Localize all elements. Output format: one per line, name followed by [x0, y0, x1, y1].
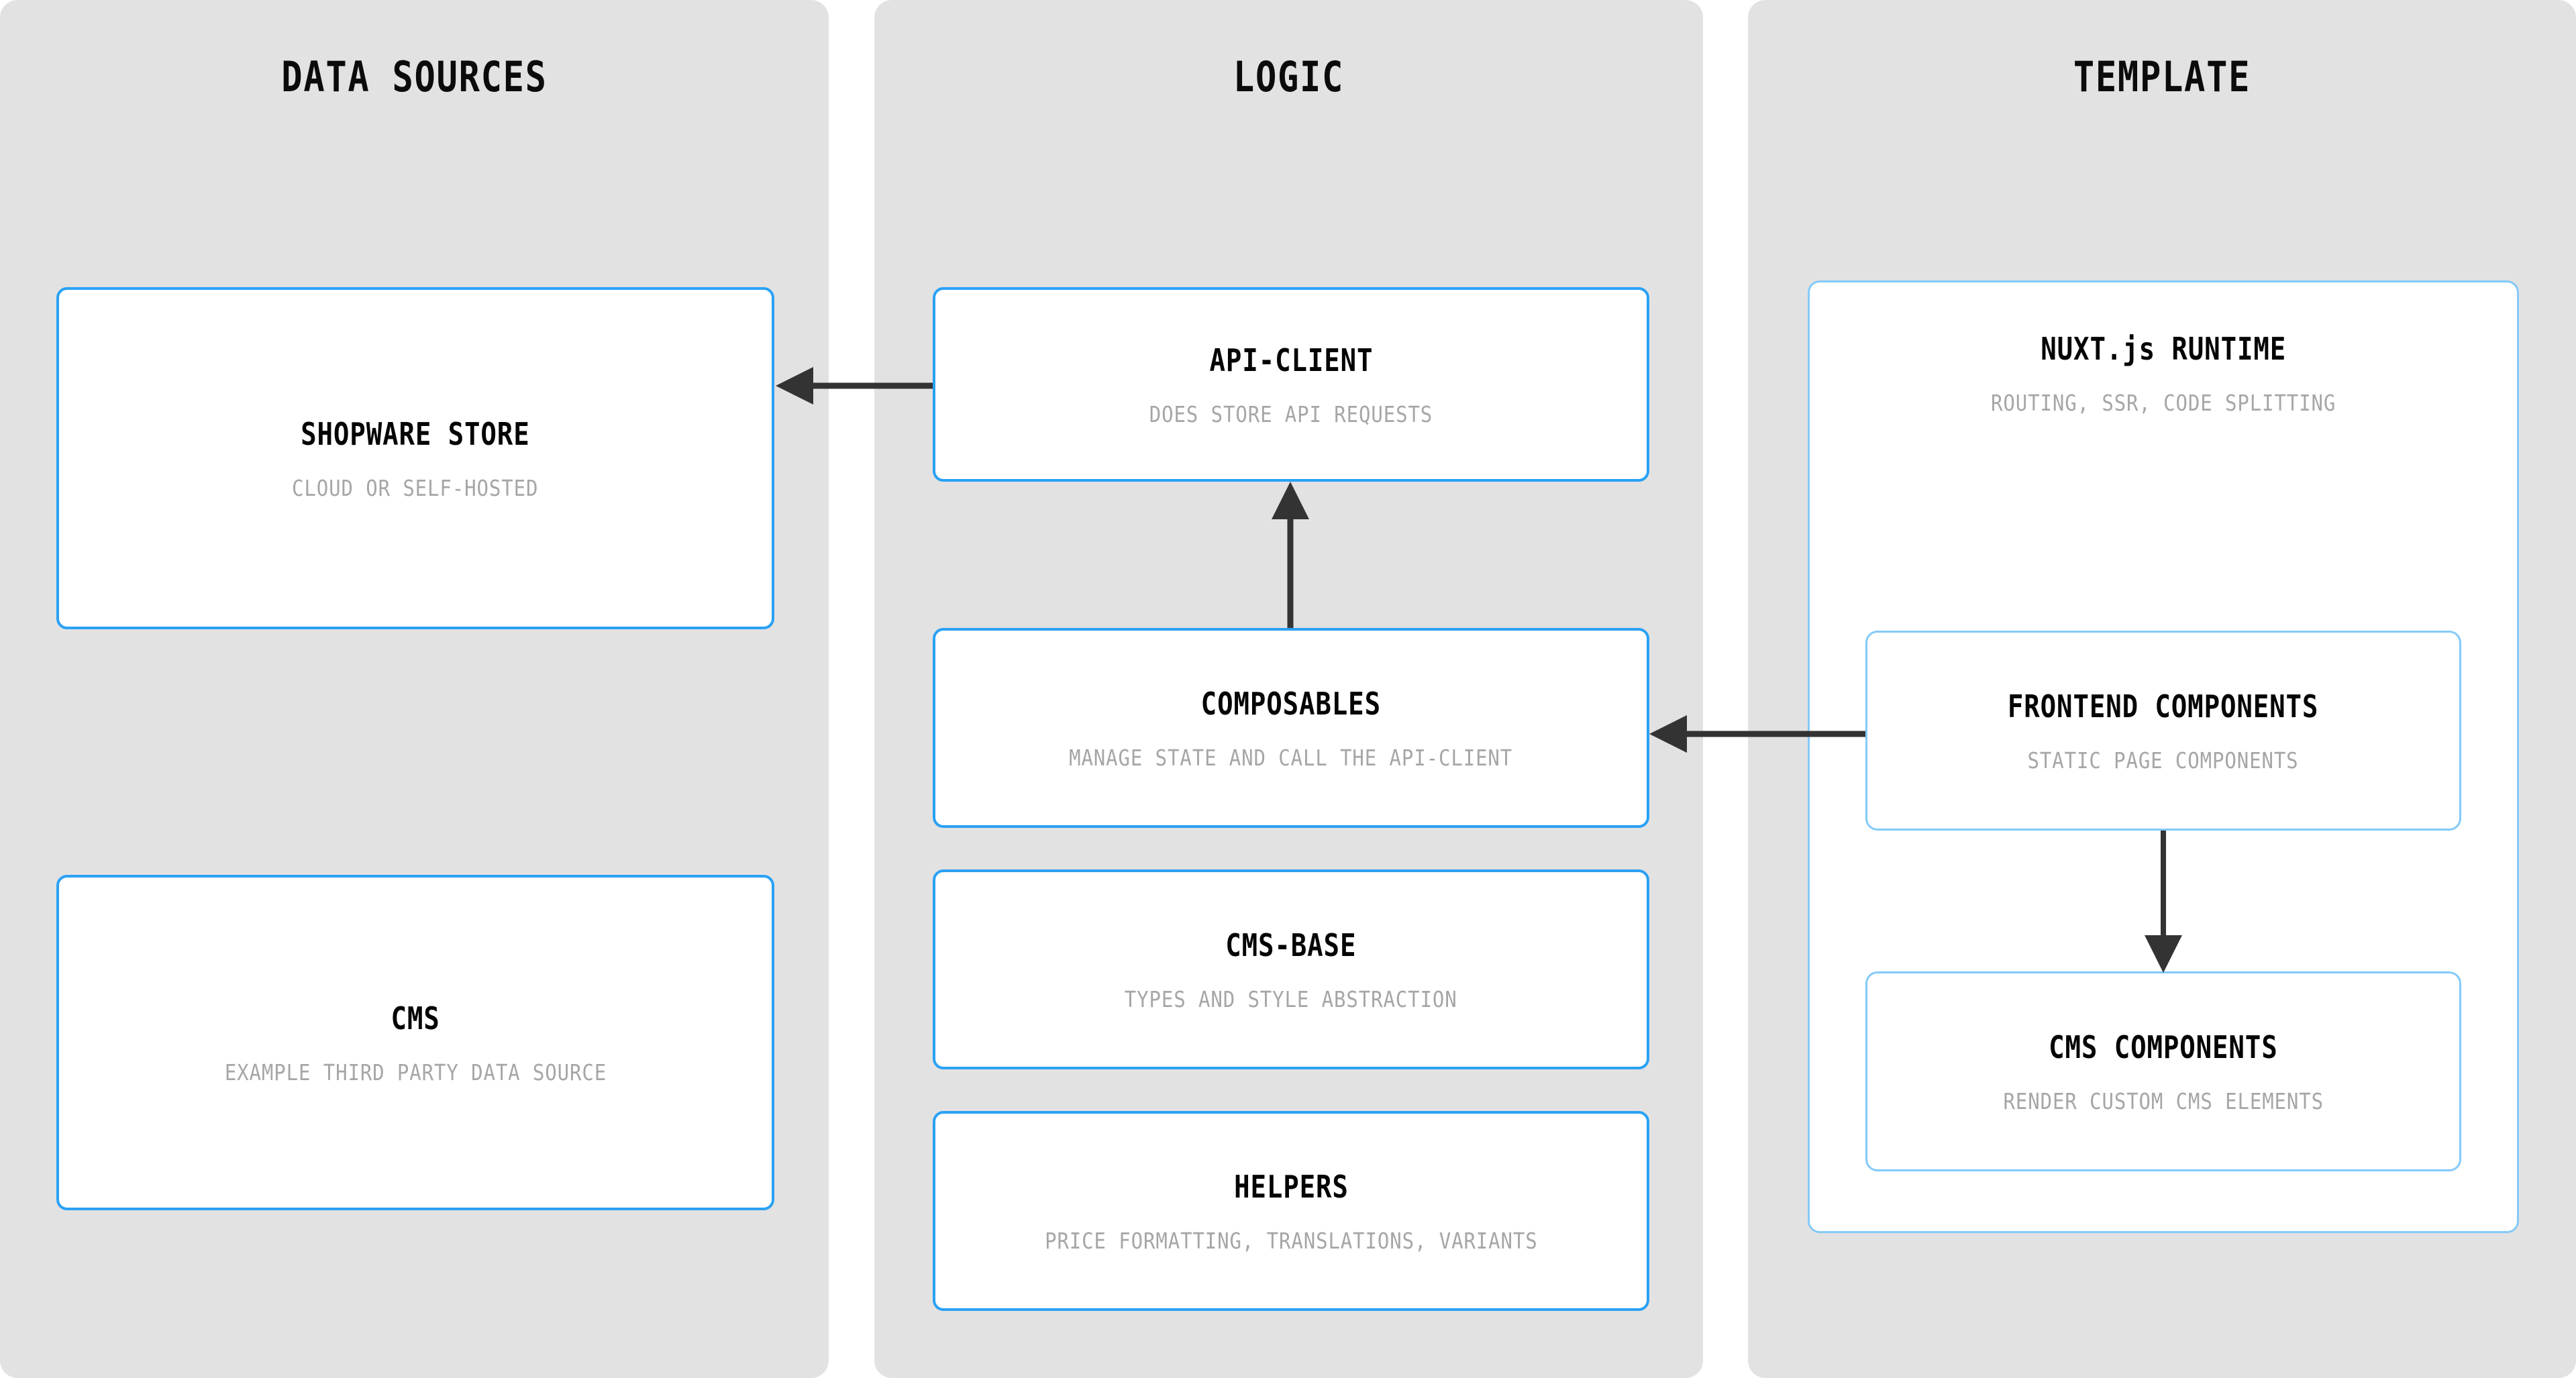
node-title-api-client: API-CLIENT [1209, 341, 1373, 378]
node-subtitle-cms-base: TYPES AND STYLE ABSTRACTION [1125, 986, 1457, 1012]
node-title-frontend-components: FRONTEND COMPONENTS [2008, 688, 2319, 725]
node-title-cms-components: CMS COMPONENTS [2049, 1028, 2278, 1065]
node-title-cms: CMS [391, 1000, 440, 1037]
node-shopware-store[interactable]: SHOPWARE STORE CLOUD OR SELF-HOSTED [56, 287, 774, 629]
node-title-nuxt-runtime: NUXT.js RUNTIME [2041, 331, 2286, 367]
node-subtitle-cms: EXAMPLE THIRD PARTY DATA SOURCE [224, 1059, 607, 1085]
node-helpers[interactable]: HELPERS PRICE FORMATTING, TRANSLATIONS, … [933, 1111, 1649, 1311]
column-title-template: TEMPLATE [2073, 52, 2251, 101]
column-title-logic: LOGIC [1233, 52, 1345, 101]
node-subtitle-nuxt-runtime: ROUTING, SSR, CODE SPLITTING [1990, 390, 2336, 416]
node-subtitle-api-client: DOES STORE API REQUESTS [1149, 401, 1433, 427]
node-title-cms-base: CMS-BASE [1225, 926, 1357, 963]
node-subtitle-helpers: PRICE FORMATTING, TRANSLATIONS, VARIANTS [1044, 1227, 1538, 1254]
node-title-helpers: HELPERS [1233, 1168, 1349, 1205]
node-composables[interactable]: COMPOSABLES MANAGE STATE AND CALL THE AP… [933, 628, 1649, 828]
node-api-client[interactable]: API-CLIENT DOES STORE API REQUESTS [933, 287, 1649, 482]
node-cms[interactable]: CMS EXAMPLE THIRD PARTY DATA SOURCE [56, 875, 774, 1210]
node-cms-components[interactable]: CMS COMPONENTS RENDER CUSTOM CMS ELEMENT… [1865, 971, 2461, 1171]
column-title-data-sources: DATA SOURCES [281, 52, 548, 101]
node-subtitle-shopware-store: CLOUD OR SELF-HOSTED [292, 474, 539, 501]
node-frontend-components[interactable]: FRONTEND COMPONENTS STATIC PAGE COMPONEN… [1865, 631, 2461, 831]
node-subtitle-cms-components: RENDER CUSTOM CMS ELEMENTS [2003, 1088, 2324, 1114]
node-subtitle-composables: MANAGE STATE AND CALL THE API-CLIENT [1069, 744, 1513, 771]
node-title-composables: COMPOSABLES [1200, 685, 1382, 722]
node-cms-base[interactable]: CMS-BASE TYPES AND STYLE ABSTRACTION [933, 869, 1649, 1069]
node-title-shopware-store: SHOPWARE STORE [301, 415, 530, 452]
node-subtitle-frontend-components: STATIC PAGE COMPONENTS [2027, 747, 2300, 774]
